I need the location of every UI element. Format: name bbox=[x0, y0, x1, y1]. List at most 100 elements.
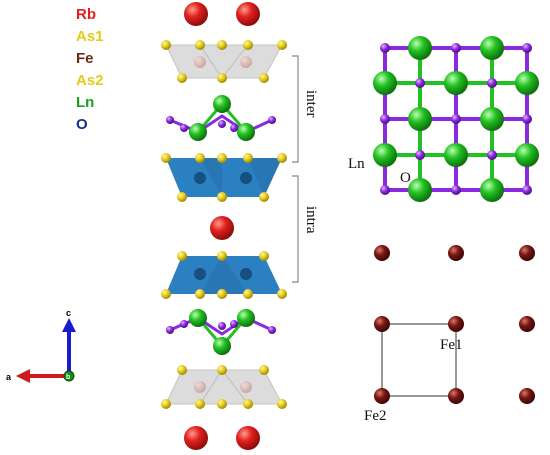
as-atom bbox=[195, 153, 205, 163]
as-atom bbox=[217, 40, 227, 50]
o-atom bbox=[415, 78, 425, 88]
legend: Rb As1 Fe As2 Ln O bbox=[76, 6, 104, 133]
fe-atom bbox=[448, 388, 464, 404]
o-atom bbox=[380, 185, 390, 195]
fe-atom bbox=[240, 268, 252, 280]
as-atom bbox=[217, 289, 227, 299]
fe-atom bbox=[374, 388, 390, 404]
intra-bracket bbox=[292, 175, 299, 283]
fe-atom-ghost bbox=[240, 56, 252, 68]
as-atom bbox=[195, 289, 205, 299]
feas-layer-lower bbox=[161, 251, 287, 299]
fe-atom-ghost bbox=[194, 56, 206, 68]
o-atom bbox=[522, 114, 532, 124]
as-atom bbox=[177, 192, 187, 202]
b-axis-dot bbox=[63, 370, 75, 382]
as-atom bbox=[259, 251, 269, 261]
fe-atom bbox=[448, 245, 464, 261]
inter-label: inter bbox=[303, 90, 319, 118]
as-atom bbox=[243, 153, 253, 163]
axis-triad: c a b bbox=[6, 308, 76, 383]
rb-atom bbox=[236, 426, 260, 450]
ghost-feas-layer-top bbox=[161, 40, 287, 83]
as-atom bbox=[177, 73, 187, 83]
as-atom bbox=[277, 289, 287, 299]
fe-atom bbox=[519, 388, 535, 404]
o-atom bbox=[180, 320, 188, 328]
fe-atom-ghost bbox=[240, 381, 252, 393]
o-atom bbox=[230, 320, 238, 328]
ln-atom bbox=[237, 309, 255, 327]
ln-atom bbox=[189, 123, 207, 141]
as-atom bbox=[243, 399, 253, 409]
a-axis-label: a bbox=[6, 372, 12, 382]
o-atom bbox=[166, 116, 174, 124]
as-atom bbox=[161, 399, 171, 409]
ln-atom bbox=[480, 178, 504, 202]
o-atom bbox=[451, 114, 461, 124]
as-atom bbox=[243, 40, 253, 50]
ln-label: Ln bbox=[348, 156, 365, 172]
fe-atom bbox=[194, 172, 206, 184]
o-atom bbox=[268, 326, 276, 334]
as-atom bbox=[161, 40, 171, 50]
c-axis-label: c bbox=[66, 308, 71, 318]
ln-atom bbox=[480, 36, 504, 60]
fe-atom bbox=[519, 245, 535, 261]
ln-atom bbox=[408, 107, 432, 131]
ln-atom bbox=[373, 71, 397, 95]
rb-atom bbox=[236, 2, 260, 26]
rb-atom bbox=[210, 216, 234, 240]
as-atom bbox=[177, 251, 187, 261]
as-atom bbox=[277, 153, 287, 163]
b-axis-label: b bbox=[66, 374, 70, 381]
as-atom bbox=[161, 289, 171, 299]
o-atom bbox=[522, 43, 532, 53]
as-atom bbox=[259, 192, 269, 202]
inter-bracket bbox=[292, 55, 299, 163]
ln-atom bbox=[213, 95, 231, 113]
fe-atom bbox=[240, 172, 252, 184]
legend-o: O bbox=[76, 116, 88, 133]
as-atom bbox=[259, 365, 269, 375]
as-atom bbox=[217, 251, 227, 261]
as-atom bbox=[217, 365, 227, 375]
legend-as1: As1 bbox=[76, 28, 104, 45]
spacing-brackets: inter intra bbox=[292, 55, 319, 283]
legend-fe: Fe bbox=[76, 50, 94, 67]
o-atom bbox=[180, 124, 188, 132]
intra-label: intra bbox=[303, 206, 319, 234]
fe-atom bbox=[374, 245, 390, 261]
fe2-label: Fe2 bbox=[364, 408, 387, 424]
legend-rb: Rb bbox=[76, 6, 96, 23]
as-atom bbox=[217, 192, 227, 202]
as-atom bbox=[277, 399, 287, 409]
ln-atom bbox=[237, 123, 255, 141]
ln-o-top-view: Ln O bbox=[348, 36, 539, 202]
o-atom bbox=[218, 120, 226, 128]
fe1-label: Fe1 bbox=[440, 337, 463, 353]
o-atom bbox=[166, 326, 174, 334]
o-atom bbox=[487, 78, 497, 88]
side-view-structure bbox=[161, 2, 287, 450]
as-atom bbox=[177, 365, 187, 375]
o-atom bbox=[218, 322, 226, 330]
o-atom bbox=[230, 124, 238, 132]
fe-atom bbox=[519, 316, 535, 332]
ghost-feas-layer-bottom bbox=[161, 365, 287, 409]
rb-atom bbox=[184, 2, 208, 26]
o-atom bbox=[487, 150, 497, 160]
ln-atom bbox=[408, 36, 432, 60]
o-atom bbox=[415, 150, 425, 160]
ln-atoms-grid bbox=[373, 36, 539, 202]
rb-atom bbox=[184, 426, 208, 450]
as-atom bbox=[259, 73, 269, 83]
fe-atom bbox=[374, 316, 390, 332]
ln-atom bbox=[444, 71, 468, 95]
as-atom bbox=[195, 399, 205, 409]
o-atom bbox=[380, 43, 390, 53]
as-atom bbox=[217, 73, 227, 83]
as-atom bbox=[243, 289, 253, 299]
as-atom bbox=[277, 40, 287, 50]
